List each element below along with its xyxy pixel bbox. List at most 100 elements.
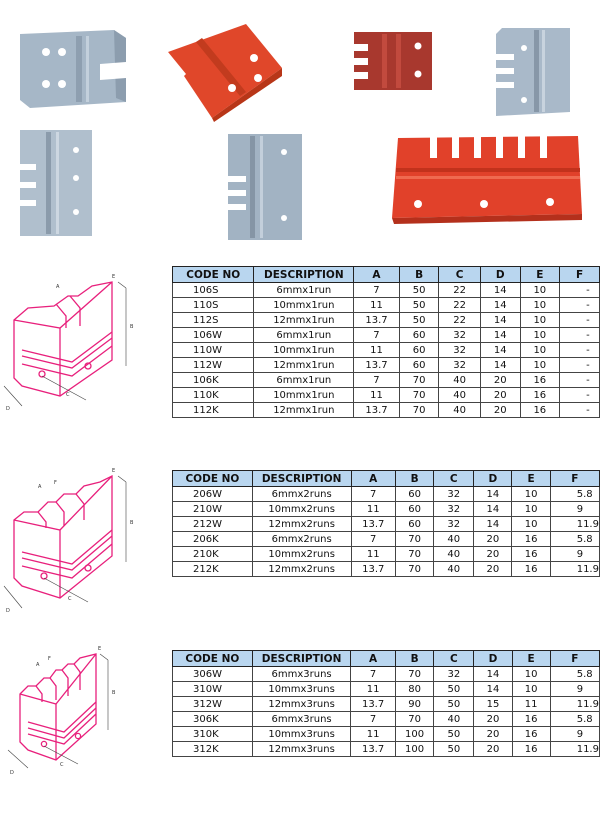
- column-header-dim-b: B: [394, 650, 435, 667]
- cell-dim-a: 11: [350, 546, 396, 562]
- cell-dim-c: 40: [433, 531, 475, 547]
- cell-description: 6mmx1run: [253, 282, 355, 298]
- cell-dim-a: 13.7: [350, 561, 396, 577]
- cell-dim-c: 32: [433, 486, 475, 502]
- cell-dim-b: 70: [394, 546, 435, 562]
- photo-grey-block-1-run: [18, 28, 130, 110]
- cell-description: 10mmx1run: [253, 342, 355, 358]
- cell-code-no: 112W: [171, 357, 255, 373]
- dim-label-d: D: [6, 406, 10, 412]
- cell-dim-d: 14: [479, 297, 521, 313]
- cell-description: 6mmx3runs: [251, 711, 352, 727]
- cell-dim-e: 10: [519, 282, 561, 298]
- cell-dim-d: 14: [479, 357, 521, 373]
- cell-dim-a: 7: [350, 531, 396, 547]
- cell-dim-c: 40: [438, 372, 481, 388]
- dim-label-b: B: [112, 690, 116, 696]
- cell-dim-d: 14: [473, 681, 513, 697]
- cell-dim-b: 90: [394, 696, 435, 712]
- cell-dim-e: 16: [511, 531, 551, 547]
- cell-code-no: 212K: [172, 561, 253, 577]
- cell-dim-b: 70: [394, 531, 435, 547]
- column-header-dim-d: D: [479, 266, 521, 283]
- cell-code-no: 206K: [172, 531, 253, 547]
- cell-dim-d: 14: [473, 516, 513, 532]
- cell-dim-d: 14: [473, 486, 513, 502]
- diagram-1-run-block: B E A C D: [0, 268, 150, 432]
- cell-description: 12mmx2runs: [251, 516, 352, 532]
- cell-dim-d: 20: [479, 387, 521, 403]
- cell-dim-d: 20: [473, 546, 513, 562]
- cell-dim-b: 60: [394, 486, 435, 502]
- cell-dim-d: 20: [473, 711, 513, 727]
- dim-label-f: F: [48, 656, 51, 662]
- cell-description: 12mmx3runs: [251, 741, 352, 757]
- cell-dim-a: 7: [353, 372, 400, 388]
- column-header-code-no: CODE NO: [172, 650, 253, 667]
- cell-description: 10mmx2runs: [251, 546, 352, 562]
- cell-dim-c: 40: [433, 546, 475, 562]
- cell-description: 10mmx3runs: [251, 681, 352, 697]
- column-header-code-no: CODE NO: [171, 266, 255, 283]
- cell-dim-a: 11: [350, 501, 396, 517]
- cell-dim-e: 10: [511, 486, 551, 502]
- column-header-dim-c: C: [438, 266, 481, 283]
- cell-dim-a: 7: [350, 486, 396, 502]
- cell-description: 6mmx1run: [253, 372, 355, 388]
- photo-red-long-block: [388, 128, 584, 224]
- column-header-dim-e: E: [519, 266, 561, 283]
- cell-dim-c: 50: [433, 741, 475, 757]
- cell-dim-c: 32: [438, 327, 481, 343]
- cell-dim-b: 50: [398, 282, 440, 298]
- column-header-description: DESCRIPTION: [253, 266, 355, 283]
- cell-dim-f: 5.8: [549, 711, 600, 727]
- cell-description: 10mmx2runs: [251, 501, 352, 517]
- dim-label-c: C: [68, 596, 72, 602]
- cell-dim-b: 60: [394, 516, 435, 532]
- cell-code-no: 312W: [172, 696, 253, 712]
- cell-code-no: 212W: [172, 516, 253, 532]
- cell-dim-c: 32: [438, 342, 481, 358]
- cell-dim-d: 14: [479, 282, 521, 298]
- dim-label-c: C: [66, 392, 70, 398]
- diagram-3-runs-block: B E A F C D: [0, 640, 150, 804]
- cell-dim-f: -: [559, 282, 600, 298]
- cell-dim-e: 16: [519, 387, 561, 403]
- cell-dim-d: 14: [479, 327, 521, 343]
- cell-dim-d: 14: [473, 501, 513, 517]
- cell-dim-a: 13.7: [350, 741, 396, 757]
- column-header-dim-a: A: [350, 470, 396, 487]
- cell-dim-e: 10: [511, 516, 551, 532]
- cell-dim-f: 5.8: [549, 486, 600, 502]
- cell-dim-e: 16: [511, 741, 551, 757]
- cell-dim-f: -: [559, 297, 600, 313]
- dim-label-b: B: [130, 520, 134, 526]
- cell-description: 10mmx1run: [253, 387, 355, 403]
- cell-dim-d: 20: [473, 531, 513, 547]
- cell-description: 12mmx3runs: [251, 696, 352, 712]
- photo-grey-block-side-1: [14, 128, 94, 238]
- cell-dim-d: 20: [473, 726, 513, 742]
- dim-label-d: D: [10, 770, 14, 776]
- column-header-dim-c: C: [433, 470, 475, 487]
- cell-dim-f: 5.8: [549, 531, 600, 547]
- cell-dim-c: 40: [438, 387, 481, 403]
- dim-label-e: E: [112, 468, 115, 474]
- cell-dim-f: -: [559, 387, 600, 403]
- cell-dim-f: 11.9: [549, 516, 600, 532]
- cell-dim-e: 16: [511, 546, 551, 562]
- cell-dim-a: 13.7: [353, 402, 400, 418]
